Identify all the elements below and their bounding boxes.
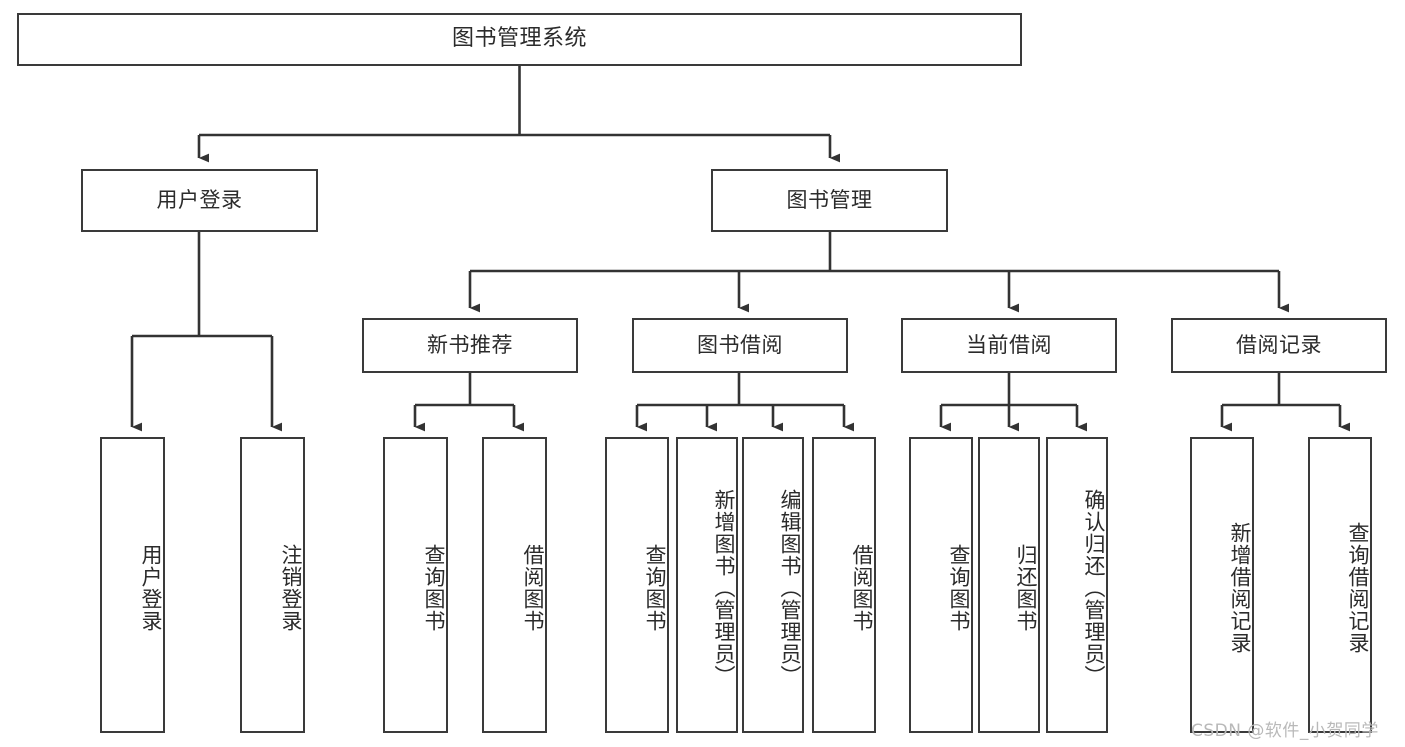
node-leaf-edit-book[interactable]: 编辑图书（管理员） (742, 437, 804, 733)
node-book-borrow[interactable]: 图书借阅 (632, 318, 848, 373)
node-leaf-query-borrow-record[interactable]: 查询借阅记录 (1308, 437, 1372, 733)
node-borrow-record[interactable]: 借阅记录 (1171, 318, 1387, 373)
node-leaf-add-borrow-record[interactable]: 新增借阅记录 (1190, 437, 1254, 733)
node-leaf-return-book[interactable]: 归还图书 (978, 437, 1040, 733)
node-leaf-query-book-borrow[interactable]: 查询图书 (605, 437, 669, 733)
node-root-system[interactable]: 图书管理系统 (17, 13, 1022, 66)
node-leaf-logout-login[interactable]: 注销登录 (240, 437, 305, 733)
node-book-management[interactable]: 图书管理 (711, 169, 948, 232)
node-leaf-query-book-recommend[interactable]: 查询图书 (383, 437, 448, 733)
node-user-login[interactable]: 用户登录 (81, 169, 318, 232)
node-leaf-add-book[interactable]: 新增图书（管理员） (676, 437, 738, 733)
node-leaf-query-book-current[interactable]: 查询图书 (909, 437, 973, 733)
node-current-borrow[interactable]: 当前借阅 (901, 318, 1117, 373)
node-leaf-confirm-return[interactable]: 确认归还（管理员） (1046, 437, 1108, 733)
node-leaf-borrow-book[interactable]: 借阅图书 (812, 437, 876, 733)
node-new-book-recommend[interactable]: 新书推荐 (362, 318, 578, 373)
node-leaf-user-login[interactable]: 用户登录 (100, 437, 165, 733)
node-leaf-borrow-book-recommend[interactable]: 借阅图书 (482, 437, 547, 733)
csdn-watermark: CSDN @软件_小贺同学 (1191, 721, 1379, 741)
